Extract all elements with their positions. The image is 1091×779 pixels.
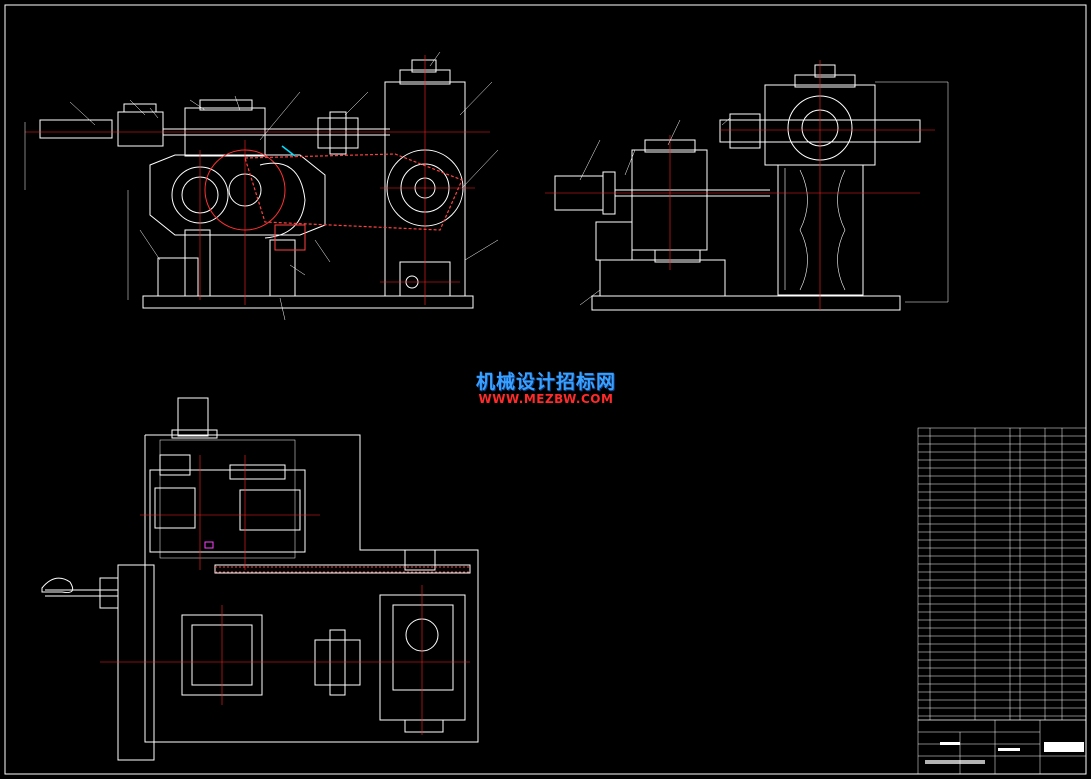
plan-chain — [215, 566, 470, 573]
side-leaders — [579, 117, 731, 306]
watermark-title: 机械设计招标网 — [476, 371, 617, 393]
side-elevation-view — [554, 64, 949, 311]
cyan-marker — [281, 145, 296, 157]
magenta-marker — [204, 541, 214, 549]
watermark: 机械设计招标网 WWW.MEZBW.COM — [476, 367, 616, 406]
watermark-url: WWW.MEZBW.COM — [478, 392, 614, 406]
plan-centerlines — [100, 455, 470, 735]
title-block — [917, 719, 1087, 775]
front-elevation-chain — [244, 153, 463, 231]
front-elevation-centerlines — [25, 55, 490, 305]
plan-view — [41, 397, 479, 761]
drawing-frame — [4, 4, 1087, 775]
bill-of-materials — [917, 427, 1087, 721]
side-elevation-centerlines — [545, 60, 935, 310]
front-elevation-view — [39, 59, 474, 309]
front-leaders — [24, 51, 499, 321]
